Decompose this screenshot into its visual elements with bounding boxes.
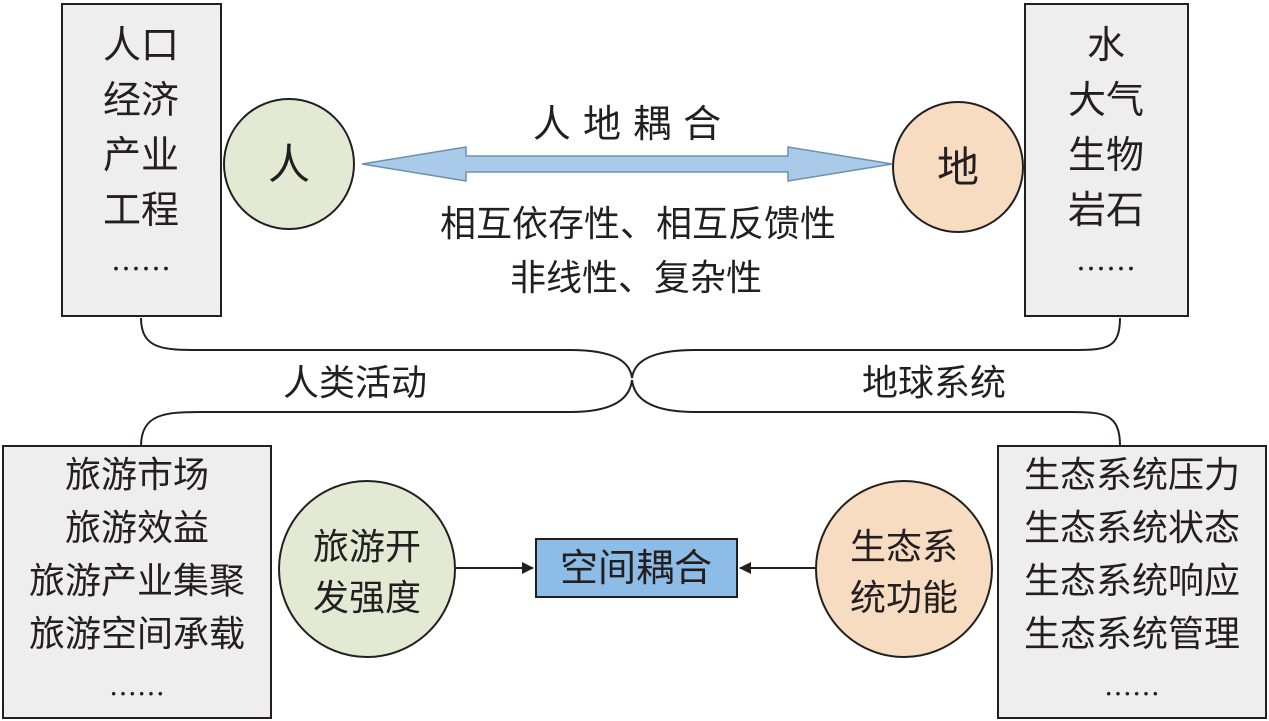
coupling-properties-line2: 非线性、复杂性	[510, 258, 762, 299]
human-circle-label: 人	[268, 140, 310, 189]
earth-circle-label: 地	[937, 143, 979, 192]
coupling-properties-line1: 相互依存性、相互反馈性	[440, 204, 836, 245]
human-activity-label: 人类活动	[283, 363, 427, 404]
earth-element: 水	[1087, 23, 1125, 67]
earth-element-ellipsis: ……	[1076, 243, 1136, 278]
tourism-development-label-line1: 旅游开	[313, 527, 421, 568]
ecosystem-element: 生态系统响应	[1024, 561, 1240, 602]
earth-element: 大气	[1068, 78, 1144, 122]
ecosystem-elements-box	[997, 445, 1267, 719]
ecosystem-element-ellipsis: ……	[1104, 669, 1160, 702]
human-elements-box	[61, 3, 222, 317]
human-element: 产业	[103, 133, 179, 177]
spatial-coupling-box	[535, 538, 738, 598]
tourism-element: 旅游效益	[65, 508, 209, 549]
human-element-ellipsis: ……	[111, 243, 171, 278]
human-element: 工程	[103, 188, 179, 232]
coupling-title: 人 地 耦 合	[533, 102, 721, 146]
tourism-element: 旅游产业集聚	[29, 561, 245, 602]
tourism-element: 旅游空间承载	[29, 614, 245, 655]
tourism-elements-box	[2, 445, 272, 719]
human-element: 经济	[103, 78, 179, 122]
tourism-element-ellipsis: ……	[109, 669, 165, 702]
connecting-brace	[140, 317, 1121, 379]
ecosystem-element: 生态系统管理	[1024, 614, 1240, 655]
human-earth-coupling-arrow	[361, 146, 893, 182]
ecosystem-function-label-line1: 生态系	[850, 527, 958, 568]
spatial-coupling-label: 空间耦合	[560, 546, 712, 590]
ecosystem-function-label-line2: 统功能	[850, 578, 958, 619]
ecosystem-function-circle	[815, 480, 993, 658]
earth-elements-box	[1024, 3, 1189, 317]
ecosystem-element: 生态系统压力	[1024, 455, 1240, 496]
earth-system-label: 地球系统	[862, 363, 1006, 404]
tourism-development-circle	[278, 480, 456, 658]
ecosystem-element: 生态系统状态	[1024, 508, 1240, 549]
human-element: 人口	[103, 23, 179, 67]
tourism-development-label-line2: 发强度	[313, 578, 421, 619]
earth-element: 生物	[1068, 133, 1144, 177]
earth-circle	[892, 101, 1024, 233]
connecting-brace-lower	[140, 379, 1121, 447]
earth-element: 岩石	[1068, 188, 1144, 232]
tourism-element: 旅游市场	[65, 455, 209, 496]
human-circle	[223, 98, 355, 230]
